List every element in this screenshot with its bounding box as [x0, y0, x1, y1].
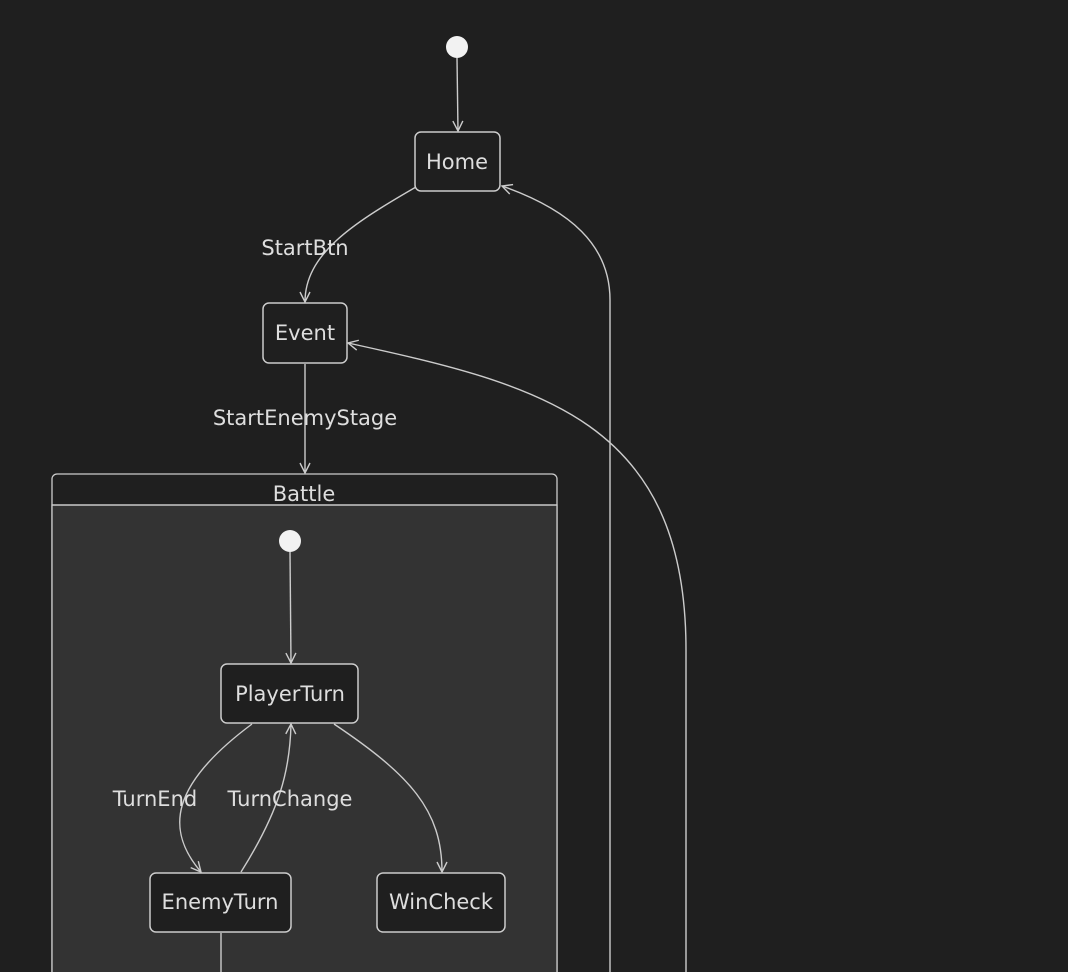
state-playerturn-label: PlayerTurn: [235, 682, 345, 706]
edge-return-to-home: [502, 186, 611, 972]
state-playerturn[interactable]: PlayerTurn: [220, 663, 359, 724]
battle-title: Battle: [273, 482, 336, 506]
edge-enemyturn-to-playerturn: [240, 724, 291, 873]
edge-playerturn-to-enemyturn: [179, 723, 253, 872]
label-turn-change: TurnChange: [227, 787, 353, 811]
initial-state-marker: [446, 36, 468, 58]
edge-battle-start-to-playerturn: [290, 551, 291, 663]
edge-home-to-event: [305, 186, 417, 302]
state-wincheck[interactable]: WinCheck: [376, 872, 506, 933]
edge-return-to-event: [348, 343, 687, 972]
label-turn-end: TurnEnd: [112, 787, 197, 811]
label-start-enemy-stage: StartEnemyStage: [213, 406, 397, 430]
edge-start-to-home: [457, 57, 458, 131]
label-start-btn: StartBtn: [261, 236, 348, 260]
battle-initial-state-marker: [279, 530, 301, 552]
state-enemyturn[interactable]: EnemyTurn: [149, 872, 292, 933]
state-home-label: Home: [426, 150, 488, 174]
state-enemyturn-label: EnemyTurn: [162, 890, 279, 914]
state-event-label: Event: [275, 321, 335, 345]
state-event[interactable]: Event: [262, 302, 348, 364]
state-home[interactable]: Home: [414, 131, 501, 192]
state-wincheck-label: WinCheck: [389, 890, 494, 914]
edge-playerturn-to-wincheck: [333, 723, 442, 872]
